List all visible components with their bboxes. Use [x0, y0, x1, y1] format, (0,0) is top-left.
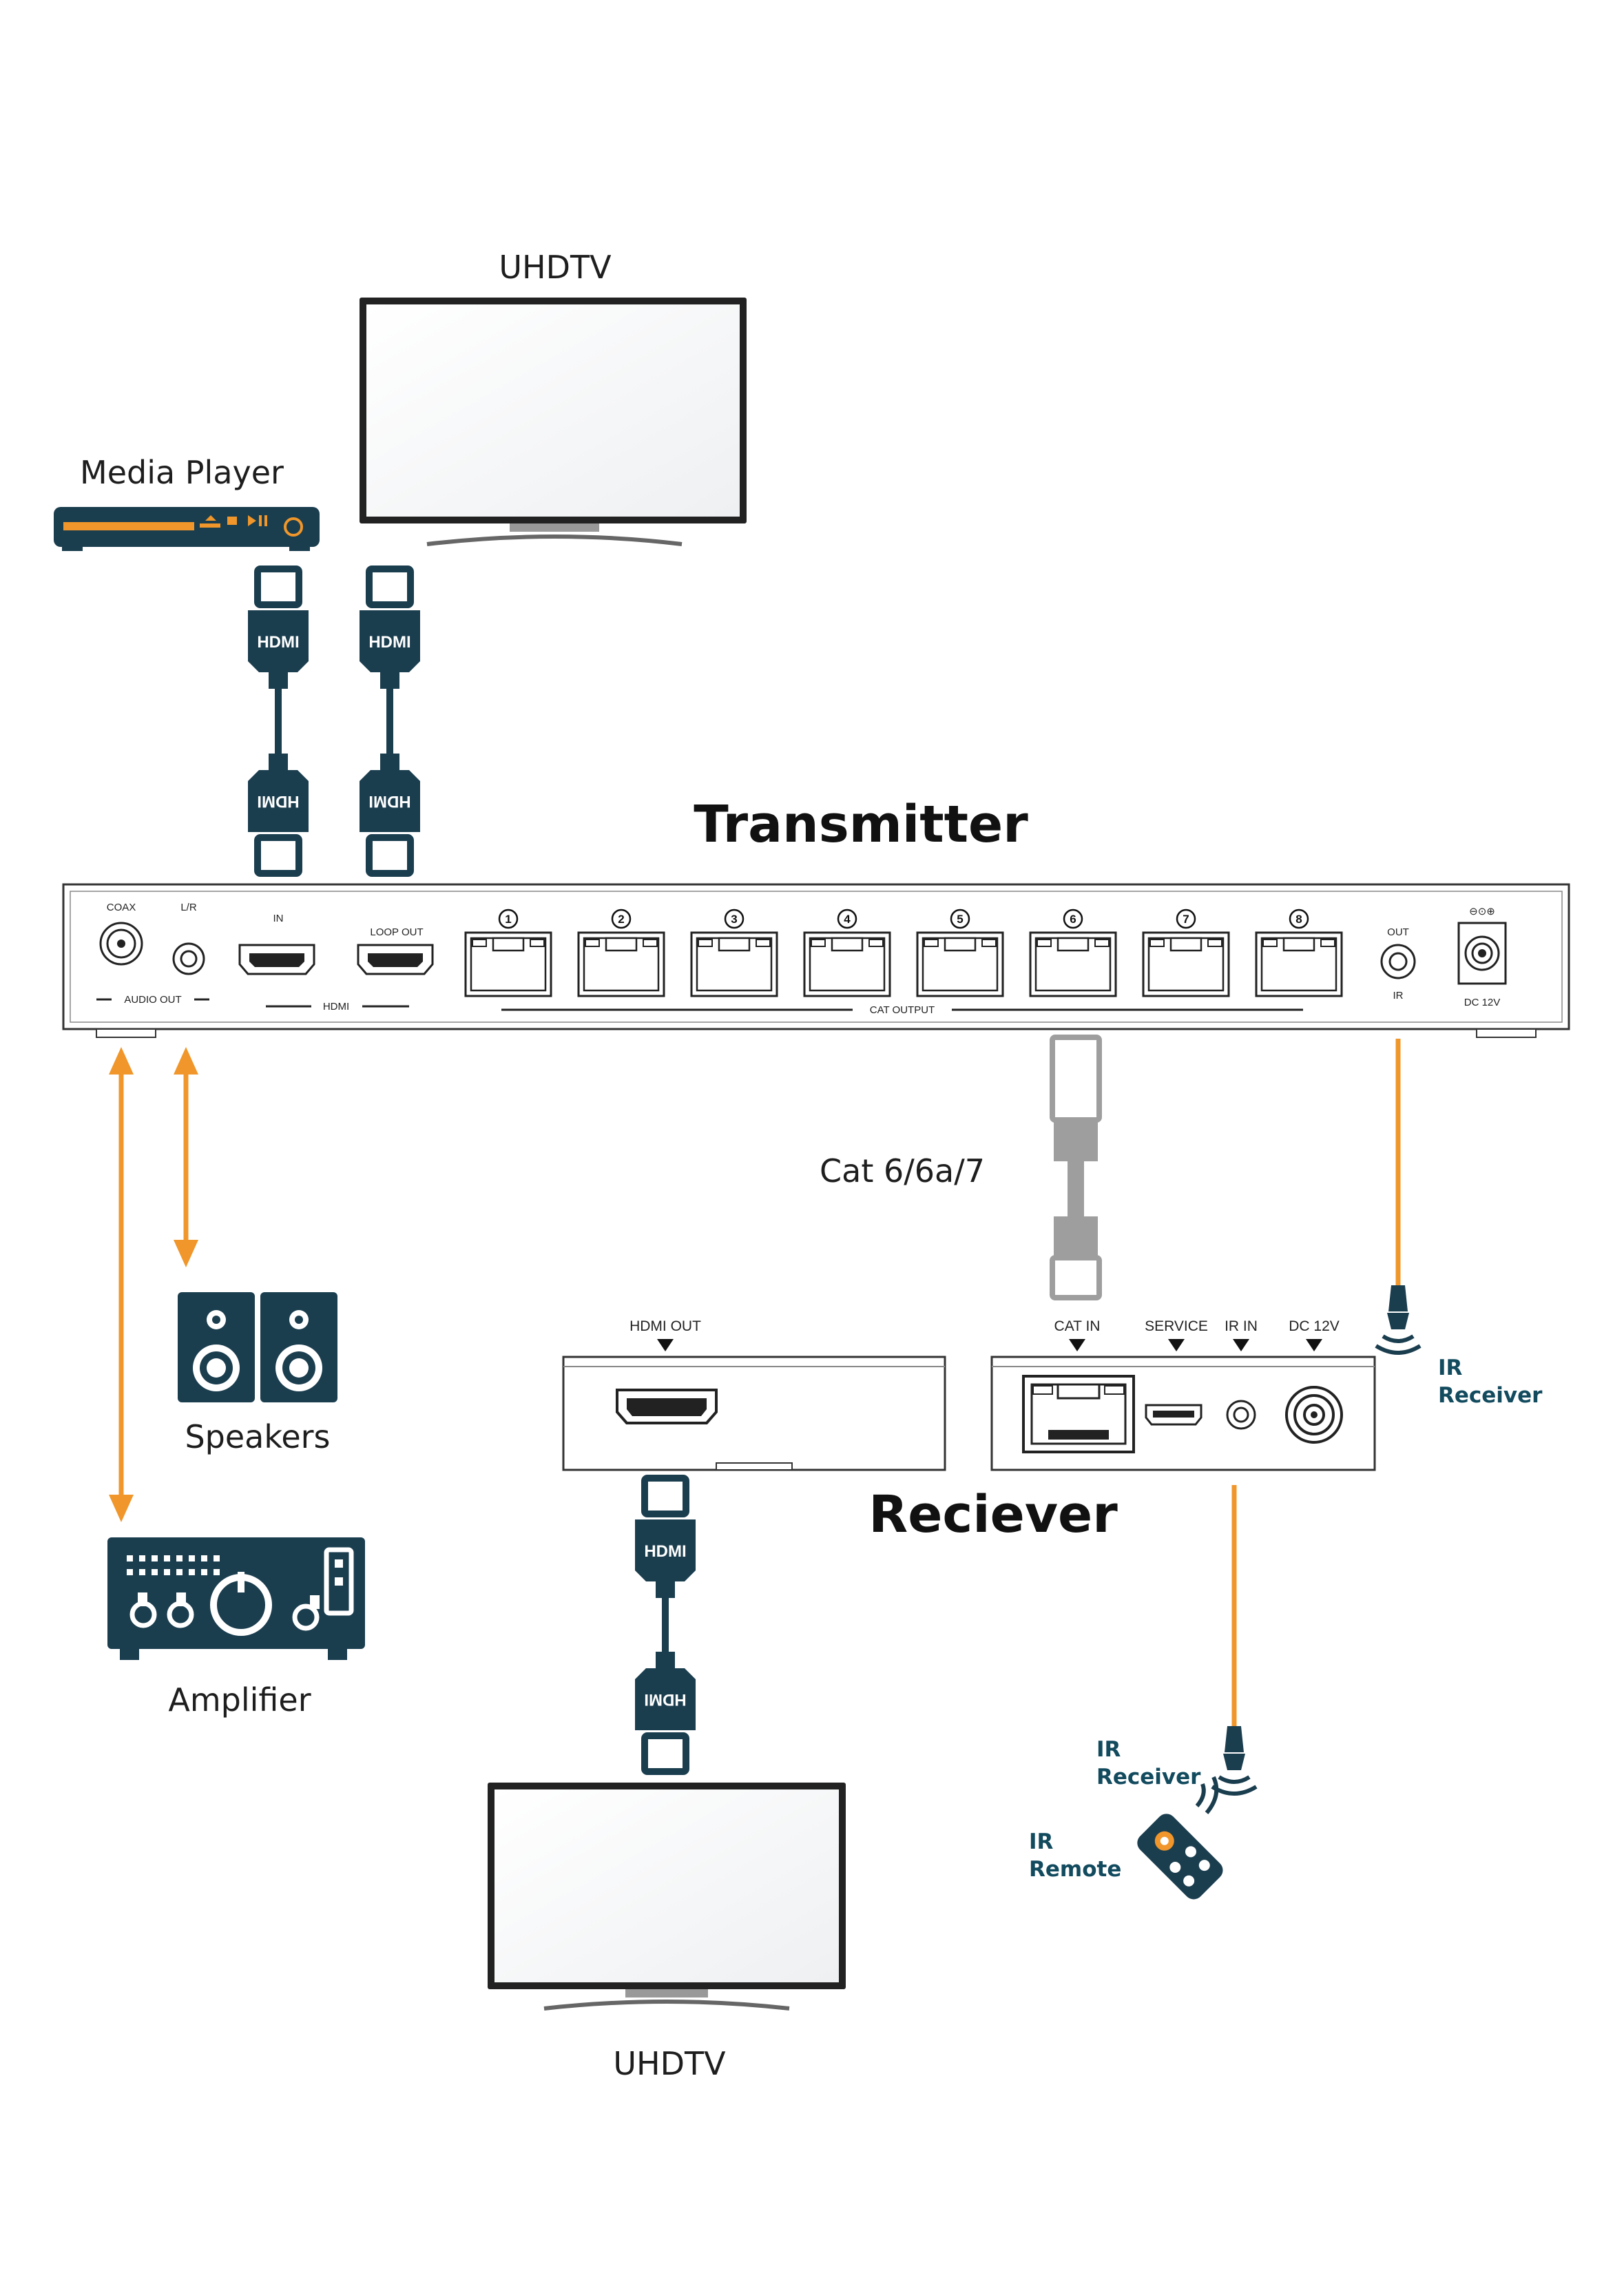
hdmi-cable-media-player: HDMI HDMI — [248, 565, 309, 877]
uhdtv-top: UHDTV — [360, 249, 747, 546]
port-number: 5 — [957, 913, 963, 926]
transmitter-title: Transmitter — [694, 795, 1028, 854]
receiver-dc-label: DC 12V — [1289, 1318, 1340, 1334]
ir-remote-line2: Remote — [1029, 1857, 1121, 1882]
hdmi-cable-uhdtv-top: HDMI HDMI — [360, 565, 420, 877]
cat-output-port-8: 8 — [1255, 909, 1343, 997]
ir-receiver-bottom-line1: IR — [1096, 1737, 1121, 1762]
hdmi-out-label: HDMI OUT — [629, 1318, 701, 1334]
cable-label: Cat 6/6a/7 — [820, 1152, 985, 1190]
uhdtv-bottom: UHDTV — [488, 1783, 846, 2082]
media-player-label: Media Player — [80, 454, 284, 491]
hdmi-text: HDMI — [644, 1690, 686, 1709]
port-number: 8 — [1295, 913, 1302, 926]
audio-out-label: AUDIO OUT — [124, 994, 181, 1006]
receiver-cat-unit: CAT IN SERVICE IR IN DC 12V — [990, 1318, 1376, 1471]
ir-receiver-top-line1: IR — [1438, 1356, 1463, 1380]
ir-remote-icon — [1137, 1814, 1223, 1900]
port-number: 2 — [618, 913, 624, 926]
uhdtv-top-label: UHDTV — [499, 249, 612, 286]
ir-out-label: OUT — [1387, 926, 1409, 938]
cat-output-label: CAT OUTPUT — [870, 1004, 935, 1016]
ir-line-receiver — [1211, 1485, 1258, 1796]
dc-label: DC 12V — [1464, 997, 1501, 1008]
audio-arrows — [109, 1047, 198, 1522]
port-number: 1 — [505, 913, 511, 926]
cat-in-label: CAT IN — [1054, 1318, 1101, 1334]
cat-output-port-7: 7 — [1142, 909, 1230, 997]
cat-cable — [1050, 1035, 1102, 1300]
hdmi-text: HDMI — [368, 633, 410, 652]
amplifier-icon — [107, 1537, 365, 1660]
ir-label: IR — [1393, 990, 1404, 1001]
port-number: 6 — [1070, 913, 1076, 926]
hdmi-text: HDMI — [257, 633, 299, 652]
port-number: 7 — [1183, 913, 1189, 926]
service-label: SERVICE — [1145, 1318, 1208, 1334]
hdmi-in-label: IN — [273, 913, 284, 924]
tv-stand — [426, 534, 683, 546]
power-symbol: ⊖⊙⊕ — [1469, 906, 1495, 917]
loop-out-label: LOOP OUT — [370, 926, 423, 938]
hdmi-cable-bottom: HDMI HDMI — [635, 1475, 696, 1775]
hdmi-cables-top: HDMI HDMI HDMI HDMI — [248, 565, 420, 877]
cat-output-port-3: 3 — [690, 909, 778, 997]
hdmi-text: HDMI — [257, 792, 299, 811]
uhdtv-bottom-label: UHDTV — [613, 2045, 726, 2082]
ir-remote-line1: IR — [1029, 1829, 1054, 1854]
coax-label: COAX — [107, 902, 136, 913]
transmitter-device: COAX L/R AUDIO OUT IN LOOP OUT HDMI 1 2 3 4… — [62, 883, 1570, 1038]
cat-output-ports: 1 2 3 4 5 6 7 8 — [464, 909, 1343, 997]
receiver-title: Reciever — [868, 1485, 1118, 1544]
ir-receiver-bottom-line2: Receiver — [1096, 1765, 1201, 1789]
cat-output-port-1: 1 — [464, 909, 552, 997]
cat-output-port-4: 4 — [803, 909, 891, 997]
ir-in-label: IR IN — [1225, 1318, 1258, 1334]
ir-receiver-top-line2: Receiver — [1438, 1383, 1543, 1408]
receiver-hdmi-unit: HDMI OUT — [562, 1318, 946, 1471]
speakers-icon — [178, 1292, 337, 1402]
cat-output-port-2: 2 — [577, 909, 665, 997]
amplifier-label: Amplifier — [168, 1681, 311, 1719]
port-number: 3 — [731, 913, 737, 926]
speakers-label: Speakers — [185, 1418, 330, 1455]
hdmi-text: HDMI — [368, 792, 410, 811]
cat-output-port-5: 5 — [916, 909, 1004, 997]
lr-label: L/R — [180, 902, 197, 913]
tv-stand-bottom — [543, 2000, 790, 2011]
ir-line-transmitter — [1375, 1039, 1422, 1355]
media-player: Media Player — [54, 454, 320, 551]
hdmi-group-label: HDMI — [323, 1001, 349, 1013]
hdmi-text: HDMI — [644, 1542, 686, 1561]
port-number: 4 — [844, 913, 851, 926]
cat-output-port-6: 6 — [1029, 909, 1117, 997]
hdmi-cable-uhdtv-bottom: HDMI HDMI — [635, 1475, 696, 1775]
